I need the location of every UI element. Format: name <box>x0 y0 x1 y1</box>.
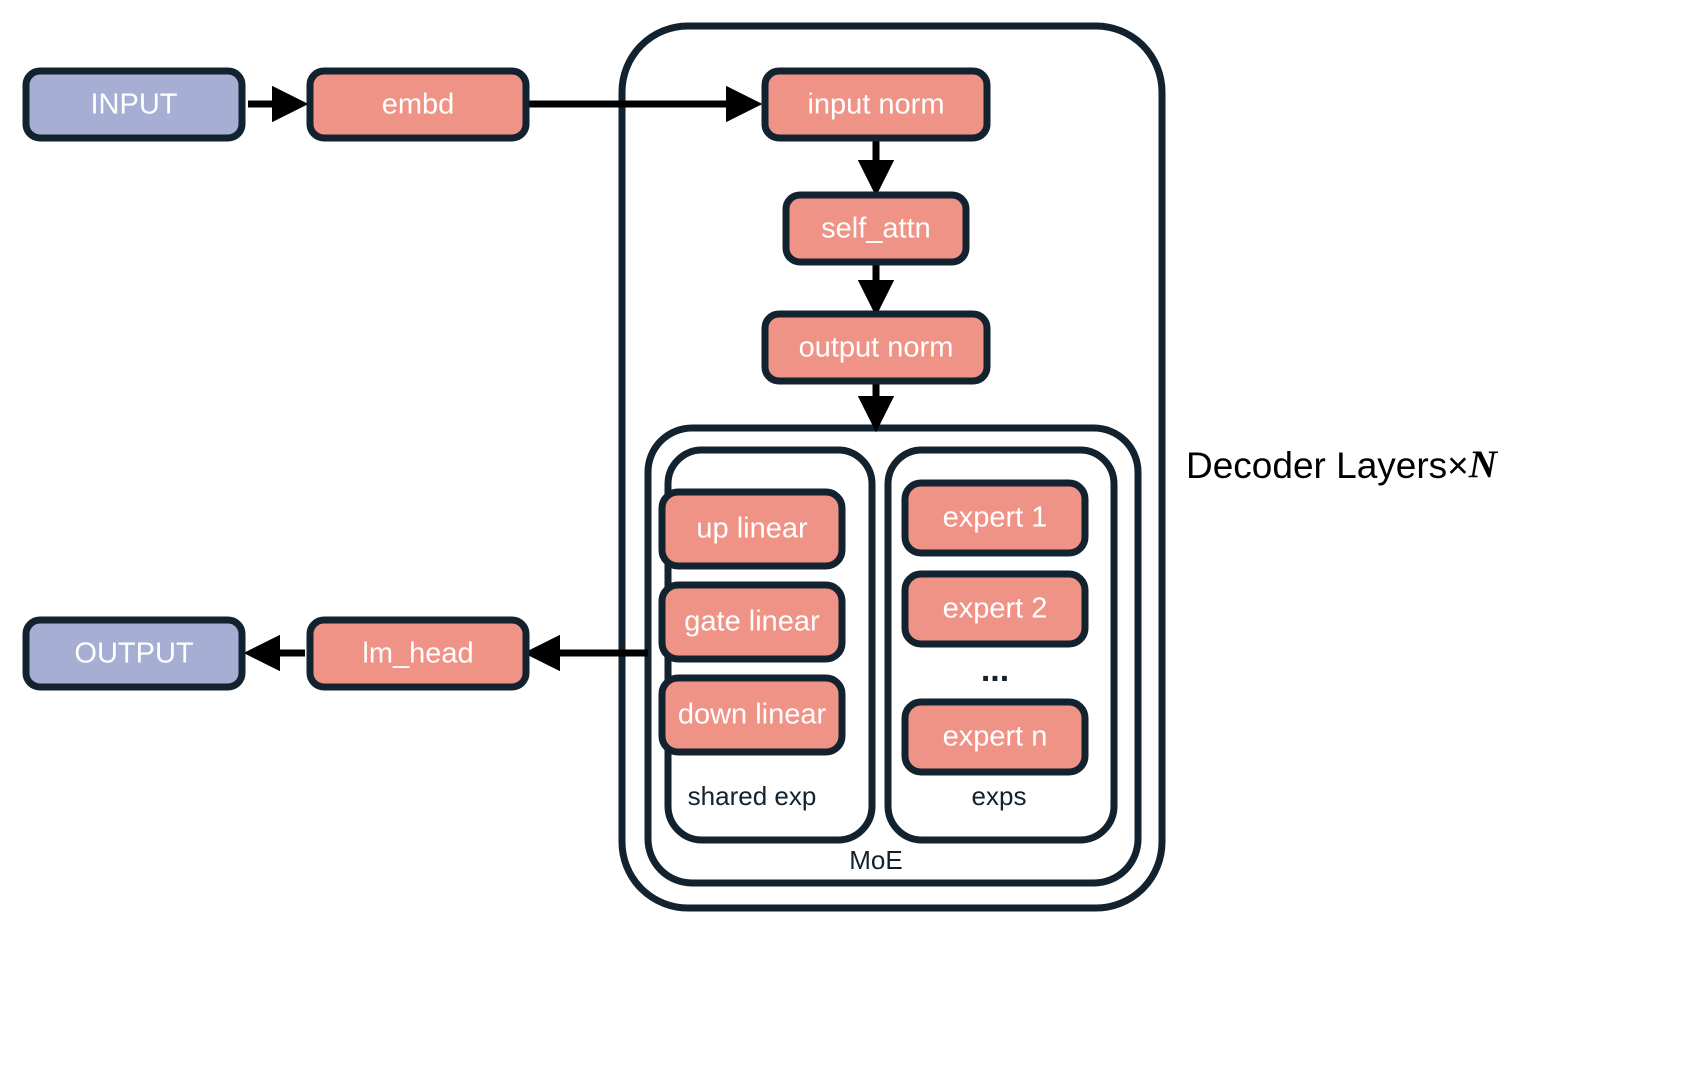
node-up-linear-box[interactable] <box>658 488 846 570</box>
node-down-linear[interactable]: down linear <box>658 674 846 756</box>
node-gate-linear[interactable]: gate linear <box>658 581 846 663</box>
node-output-norm[interactable]: output norm <box>761 310 991 385</box>
exps-label: exps <box>972 781 1027 811</box>
node-expert-n[interactable]: expert n <box>901 698 1089 776</box>
decoder-layers-annotation: Decoder Layers×N <box>1186 443 1499 486</box>
node-up-linear[interactable]: up linear <box>658 488 846 570</box>
node-input[interactable]: INPUT <box>22 67 246 142</box>
node-gate-linear-box[interactable] <box>658 581 846 663</box>
node-embd-box[interactable] <box>306 67 530 142</box>
node-lm-head[interactable]: lm_head <box>306 616 530 691</box>
exps-container <box>884 446 1118 844</box>
node-self-attn[interactable]: self_attn <box>782 191 970 266</box>
node-input-box[interactable] <box>22 67 246 142</box>
node-down-linear-box[interactable] <box>658 674 846 756</box>
node-expert-n-box[interactable] <box>901 698 1089 776</box>
node-expert-2-box[interactable] <box>901 570 1089 648</box>
node-lm-head-box[interactable] <box>306 616 530 691</box>
node-output-box[interactable] <box>22 616 246 691</box>
node-self-attn-box[interactable] <box>782 191 970 266</box>
decoder-layers-n: N <box>1468 443 1499 486</box>
node-input-norm-box[interactable] <box>761 67 991 142</box>
node-expert-1[interactable]: expert 1 <box>901 479 1089 557</box>
node-output-norm-box[interactable] <box>761 310 991 385</box>
shared-exp-label: shared exp <box>688 781 817 811</box>
node-embd[interactable]: embd <box>306 67 530 142</box>
expert-ellipsis-label: ... <box>981 651 1009 689</box>
node-input-norm[interactable]: input norm <box>761 67 991 142</box>
node-output[interactable]: OUTPUT <box>22 616 246 691</box>
node-expert-1-box[interactable] <box>901 479 1089 557</box>
node-expert-2[interactable]: expert 2 <box>901 570 1089 648</box>
decoder-layers-prefix: Decoder Layers× <box>1186 445 1469 486</box>
moe-label: MoE <box>849 845 902 875</box>
decoder-layers-container <box>618 22 1166 912</box>
